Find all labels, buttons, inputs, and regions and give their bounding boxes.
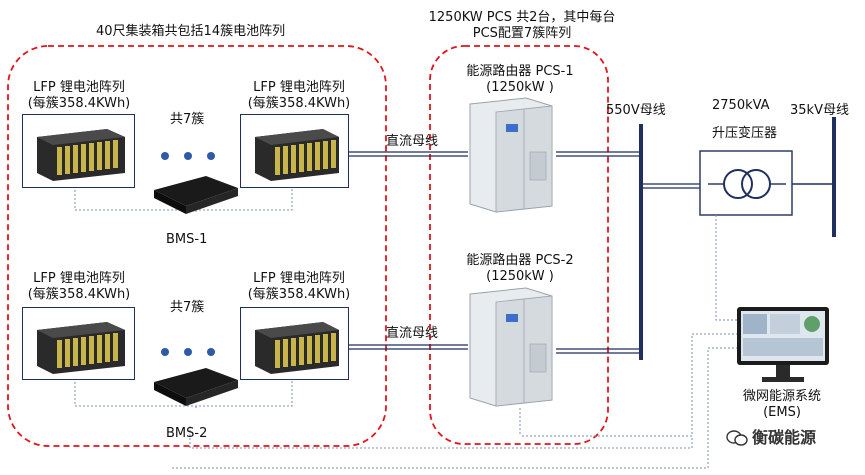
pcs1-name: 能源路由器 PCS-1 — [466, 64, 574, 79]
battery-rack-image — [255, 129, 339, 181]
pcs2-ac-link — [556, 348, 640, 354]
dc-bus-label-bottom: 直流母线 — [386, 326, 439, 341]
dc-bus-label-top: 直流母线 — [386, 134, 439, 149]
container-outline — [7, 45, 387, 447]
bms2-connections — [74, 378, 293, 410]
battery-label-top-right: LFP 锂电池阵列 — [253, 80, 345, 95]
ems-monitor-icon — [737, 307, 829, 382]
bms1-device — [154, 176, 238, 214]
battery-rack-bottom-right — [240, 307, 349, 380]
battery-rack-top-right — [240, 114, 349, 188]
bus-550v-label: 550V母线 — [606, 103, 666, 118]
transformer-link — [643, 183, 700, 189]
transformer-rating: 2750kVA — [712, 98, 770, 113]
bus-550v-bar — [639, 124, 643, 360]
ellipsis-dots-bottom — [161, 341, 230, 360]
transformer-box — [699, 150, 793, 216]
pcs2-cabinet — [469, 287, 553, 407]
battery-count-top: 共7簇 — [170, 112, 205, 127]
battery-rack-image — [37, 129, 125, 181]
battery-rack-top-left — [22, 114, 135, 188]
battery-capacity-bottom-right: (每簇358.4KWh) — [247, 287, 351, 302]
bus-35kv-label: 35kV母线 — [790, 103, 849, 118]
pcs2-name: 能源路由器 PCS-2 — [466, 253, 574, 268]
wechat-icon — [726, 430, 748, 446]
battery-count-bottom: 共7簇 — [170, 300, 205, 315]
battery-capacity-top-left: (每簇358.4KWh) — [27, 96, 131, 111]
bms2-label: BMS-2 — [166, 426, 208, 441]
dc-bus-bottom — [348, 344, 468, 350]
bms1-label: BMS-1 — [166, 232, 208, 247]
battery-label-top-left: LFP 锂电池阵列 — [33, 80, 125, 95]
dc-bus-top — [348, 151, 468, 157]
pcs2-power: (1250kW ) — [486, 269, 554, 284]
battery-capacity-bottom-left: (每簇358.4KWh) — [27, 287, 131, 302]
battery-rack-bottom-left — [22, 307, 135, 380]
ems-comm-lines — [170, 215, 738, 469]
pcs1-cabinet — [469, 97, 553, 213]
battery-label-bottom-right: LFP 锂电池阵列 — [253, 271, 345, 286]
battery-label-bottom-left: LFP 锂电池阵列 — [33, 271, 125, 286]
battery-rack-image — [255, 322, 339, 374]
bms2-device — [154, 368, 238, 406]
pcs-group-title-line2: PCS配置7簇阵列 — [472, 26, 572, 41]
bus-35kv-bar — [832, 117, 836, 237]
transformer-name: 升压变压器 — [712, 126, 778, 141]
pcs1-power: (1250kW ) — [486, 80, 554, 95]
ems-name: 微网能源系统 — [742, 389, 821, 404]
pcs1-ac-link — [556, 151, 640, 157]
container-title: 40尺集装箱共包括14簇电池阵列 — [96, 24, 286, 39]
watermark-text: 衡碳能源 — [752, 428, 817, 447]
battery-rack-image — [37, 322, 125, 374]
pcs-outline — [429, 45, 609, 445]
pcs-group-title-line1: 1250KW PCS 共2台，其中每台 — [428, 10, 616, 25]
ellipsis-dots-top — [161, 145, 230, 164]
battery-capacity-top-right: (每簇358.4KWh) — [247, 96, 351, 111]
ems-abbr: (EMS) — [763, 405, 801, 420]
